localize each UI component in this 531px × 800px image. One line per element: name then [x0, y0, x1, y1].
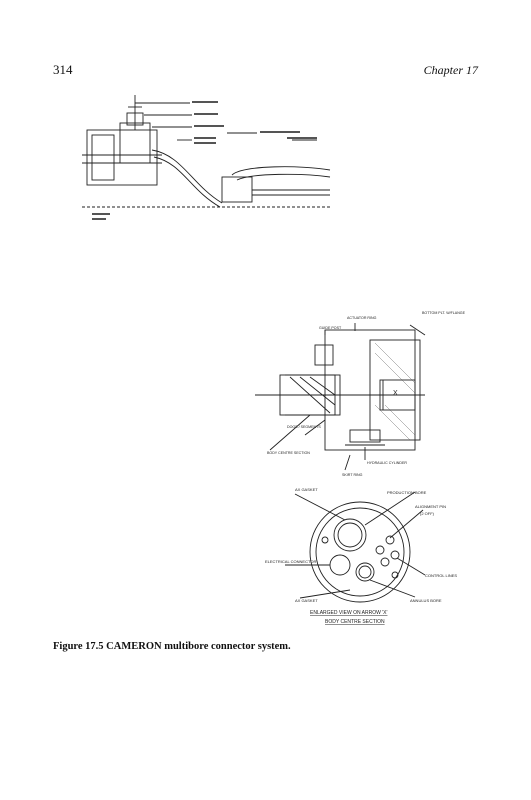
chapter-label: Chapter 17 — [423, 63, 478, 77]
arrow-x-label: X — [393, 390, 398, 397]
bottom-plate-label: BOTTOM PLT. W/FLANGE — [422, 311, 466, 315]
dogs-segments-label: DOGS / SEGMENTS — [287, 425, 321, 429]
ax-gasket-top-label: AX GASKET — [295, 487, 318, 492]
actuator-ring-label: ACTUATOR RING — [347, 316, 377, 320]
installation-profile-drawing — [82, 95, 332, 220]
hydraulic-cylinder-label: HYDRAULIC CYLINDER — [367, 461, 407, 465]
page-number: 314 — [53, 62, 73, 77]
ax-gasket-bottom-label: AX GASKET — [295, 598, 318, 603]
body-centre-section-label: BODY CENTRE SECTION — [267, 451, 310, 455]
connector-section-view: X ACTUATOR RING BOTTOM PLT. W/FLANGE GUI… — [255, 311, 466, 477]
control-lines-label: CONTROL LINES — [425, 573, 457, 578]
guide-post-label: GUIDE POST — [319, 326, 342, 330]
production-bore-label: PRODUCTION BORE — [387, 490, 427, 495]
alignment-pin-qty-label: (2 OFF) — [420, 511, 435, 516]
skirt-ring-label: SKIRT RING — [342, 473, 363, 477]
figure-caption: Figure 17.5 CAMERON multibore connector … — [53, 641, 291, 652]
enlarged-view-subtitle: BODY CENTRE SECTION — [325, 619, 385, 625]
alignment-pin-label: ALIGNMENT PIN — [415, 504, 446, 509]
electrical-connector-label: ELECTRICAL CONNECTOR — [265, 559, 316, 564]
annulus-bore-label: ANNULUS BORE — [410, 598, 442, 603]
enlarged-face-view: AX GASKET PRODUCTION BORE ALIGNMENT PIN … — [265, 487, 457, 625]
enlarged-view-title: ENLARGED VIEW ON ARROW 'X' — [310, 610, 388, 616]
